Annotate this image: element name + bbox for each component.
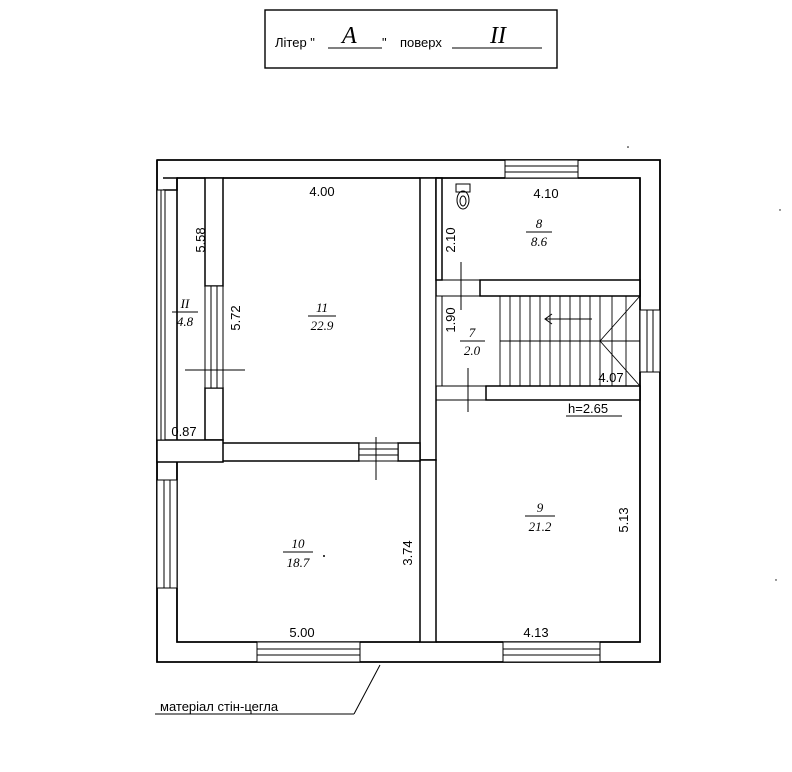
liter-value: А xyxy=(340,23,357,49)
room-8-area-value: 8.6 xyxy=(531,234,548,249)
room-labels: 11 22.9 II 4.8 8 2.0 8.6 7 2.0 9 21.2 10 xyxy=(172,216,555,570)
noise-dots xyxy=(627,146,781,581)
window-left-room-10 xyxy=(156,479,178,589)
window-bottom-room-10 xyxy=(256,641,361,663)
dim-room-9-length: 5.13 xyxy=(616,507,631,532)
material-text: матеріал стін-цегла xyxy=(160,699,279,714)
window-right-stair xyxy=(639,309,661,373)
toilet-icon xyxy=(455,183,471,210)
dim-room-11-width: 4.00 xyxy=(309,184,334,199)
room-9-number: 9 xyxy=(537,500,544,515)
dim-stair-length: 1.90 xyxy=(443,307,458,332)
dim-stair-width: 4.07 xyxy=(598,370,623,385)
room-8-label: 8 2.0 8.6 xyxy=(526,216,552,249)
interior-walls xyxy=(156,177,641,643)
window-top-room-8 xyxy=(504,159,579,179)
room-II-number: II xyxy=(180,296,190,311)
room-11-number: 11 xyxy=(316,300,328,315)
room-10-area: 18.7 xyxy=(287,555,310,570)
dim-room-8-length: 2.10 xyxy=(443,227,458,252)
room-9-area: 21.2 xyxy=(529,519,552,534)
room-7-number: 7 xyxy=(469,325,476,340)
room-9-label: 9 21.2 xyxy=(525,500,555,534)
dim-room-II-length: 5.58 xyxy=(193,227,208,252)
dim-room-10-width: 5.00 xyxy=(289,625,314,640)
material-note: матеріал стін-цегла xyxy=(155,664,381,715)
ceiling-height: h=2.65 xyxy=(568,401,608,416)
room-10-number: 10 xyxy=(292,536,306,551)
doors xyxy=(185,262,486,480)
staircase xyxy=(499,295,641,387)
room-II-area: 4.8 xyxy=(177,314,194,329)
dimension-labels: 4.00 4.10 5.58 5.72 2.10 1.90 4.07 0.87 … xyxy=(171,184,631,640)
dim-room-11-length: 5.72 xyxy=(228,305,243,330)
room-11-label: 11 22.9 xyxy=(308,300,336,333)
room-8-number: 8 xyxy=(536,216,543,231)
room-7-area: 2.0 xyxy=(464,343,481,358)
floor-value: II xyxy=(489,23,507,49)
room-11-area: 22.9 xyxy=(311,318,334,333)
dim-room-10-length: 3.74 xyxy=(400,540,415,565)
window-bottom-room-9 xyxy=(502,641,601,663)
height-note: h=2.65 xyxy=(566,401,622,417)
liter-close-quote: " xyxy=(382,35,387,50)
room-10-label: 10 18.7 xyxy=(283,536,325,570)
liter-label: Літер " xyxy=(275,35,315,50)
room-7-label: 7 2.0 xyxy=(460,325,485,358)
room-II-label: II 4.8 xyxy=(172,296,198,329)
header-box: Літер " А " поверх II xyxy=(264,9,558,69)
dim-room-II-width: 0.87 xyxy=(171,424,196,439)
dim-room-8-width: 4.10 xyxy=(533,186,558,201)
dim-room-9-width: 4.13 xyxy=(523,625,548,640)
windows xyxy=(156,159,661,663)
floor-label: поверх xyxy=(400,35,442,50)
